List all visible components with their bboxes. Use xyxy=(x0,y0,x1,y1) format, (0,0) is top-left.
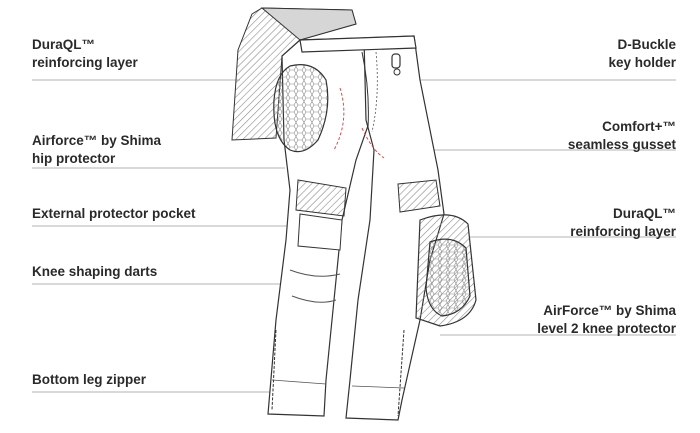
callout-comfort-gusset: Comfort+™ seamless gusset xyxy=(568,118,676,154)
waistband xyxy=(299,35,417,53)
callout-duraql-knee-line1: DuraQL™ xyxy=(612,206,676,221)
callout-knee-protector-line2: level 2 knee protector xyxy=(537,321,676,336)
hip-protector-pad xyxy=(273,64,329,153)
callout-knee-protector-line1: AirForce™ by Shima xyxy=(543,303,676,318)
knee-protector-pad xyxy=(425,238,471,317)
d-buckle xyxy=(391,53,401,69)
external-protector-pocket xyxy=(297,213,343,251)
callout-comfort-gusset-line2: seamless gusset xyxy=(567,137,676,152)
callout-knee-darts-line1: Knee shaping darts xyxy=(32,264,158,279)
callout-d-buckle-line1: D-Buckle xyxy=(617,37,676,52)
callout-comfort-gusset-line1: Comfort+™ xyxy=(602,119,676,134)
callout-duraql-top-line2: reinforcing layer xyxy=(32,55,138,70)
callout-hip-protector-line1: Airforce™ by Shima xyxy=(32,133,162,148)
callout-hip-protector-line2: hip protector xyxy=(32,151,116,166)
gusset-stitch xyxy=(361,127,385,159)
callout-leg-zipper: Bottom leg zipper xyxy=(32,371,146,389)
callout-d-buckle-line2: key holder xyxy=(608,55,676,70)
callout-protector-pocket: External protector pocket xyxy=(32,205,196,223)
callout-knee-protector: AirForce™ by Shima level 2 knee protecto… xyxy=(537,302,676,338)
callout-protector-pocket-line1: External protector pocket xyxy=(32,206,196,221)
callout-knee-darts: Knee shaping darts xyxy=(32,263,157,281)
callout-leg-zipper-line1: Bottom leg zipper xyxy=(32,372,146,387)
knee-darts xyxy=(289,269,341,303)
callout-hip-protector: Airforce™ by Shima hip protector xyxy=(32,132,161,168)
pants-leg-right xyxy=(345,35,445,421)
callout-duraql-top: DuraQL™ reinforcing layer xyxy=(32,36,138,72)
callout-duraql-top-line1: DuraQL™ xyxy=(32,37,96,52)
callout-duraql-knee-line2: reinforcing layer xyxy=(570,224,676,239)
callout-duraql-knee: DuraQL™ reinforcing layer xyxy=(570,205,676,241)
callout-d-buckle: D-Buckle key holder xyxy=(608,36,676,72)
